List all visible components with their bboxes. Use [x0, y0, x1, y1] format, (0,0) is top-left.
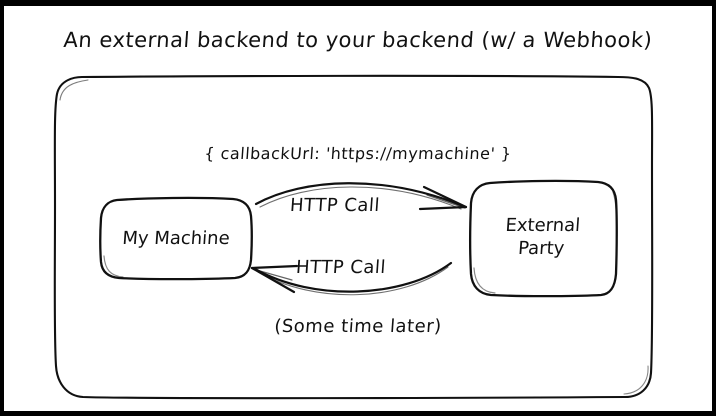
edge-webhook-arrow — [250, 261, 453, 296]
edge-request-arrow — [254, 182, 468, 211]
node-my-machine-shape — [99, 196, 253, 281]
node-label-external-party-line1: External — [504, 215, 581, 236]
node-label-external-party: External Party — [465, 215, 618, 260]
edge-label-http-call-request: HTTP Call — [289, 195, 381, 216]
callback-url-annotation: { callbackUrl: 'https://mymachine' } — [203, 144, 513, 163]
node-label-external-party-line2: Party — [517, 237, 566, 259]
edge-label-http-call-webhook: HTTP Call — [295, 257, 387, 278]
diagram-sketch-layer — [53, 74, 654, 400]
outer-frame — [53, 74, 654, 400]
node-label-my-machine: My Machine — [121, 228, 231, 249]
some-time-later-caption: (Some time later) — [273, 316, 443, 337]
node-external-party-shape — [469, 179, 618, 298]
page-title: An external backend to your backend (w/ … — [62, 28, 654, 52]
